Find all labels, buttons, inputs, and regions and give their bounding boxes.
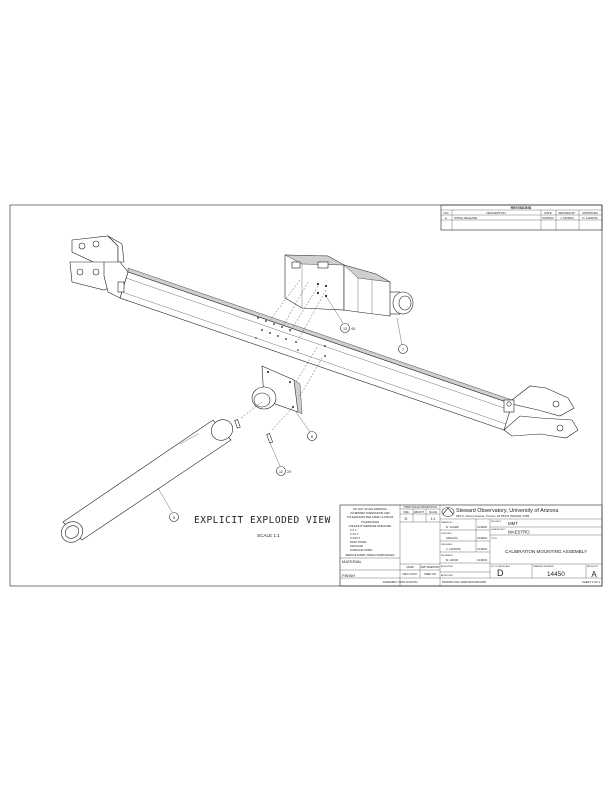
- project-label: PROJECT: [491, 521, 502, 523]
- revisions-header-approved: APPROVED: [582, 211, 598, 215]
- sign-checked-name: ANALOG: [446, 536, 458, 540]
- third-angle-label: THIRD ANGLE PROJECTION: [403, 506, 437, 509]
- drawing-title: CALIBRATION MOUNTING ASSEMBLY: [505, 549, 587, 554]
- balloon-12-qty: 2X: [287, 470, 292, 474]
- balloon-6-label: 6: [311, 434, 314, 439]
- note-line-8: X.XXX ±: [350, 536, 361, 540]
- sign-checked-date: 01/18/02: [477, 536, 488, 540]
- revisions-row-approved: D. LAMOTE: [582, 216, 597, 220]
- balloon-7: 7: [396, 317, 408, 354]
- revision-value: A: [591, 570, 597, 579]
- note-line-3: TOLERANCES PER ASME Y14.5M-94: [347, 515, 394, 519]
- balloon-12: 12 2X: [269, 442, 292, 476]
- revisions-header-revised-by: REVISED BY: [559, 211, 576, 215]
- balloon-13-qty: 4X: [351, 327, 356, 331]
- sign-designed-role: DESIGNED: [441, 544, 453, 546]
- balloon-12-label: 12: [279, 470, 283, 474]
- sheet-border: [9, 204, 603, 587]
- tolerance-notes: DO NOT SCALE DRAWING INTERPRET DIMENSION…: [346, 507, 395, 557]
- sign-checked-role: CHECKED: [441, 533, 452, 535]
- drawing-number: 14450: [547, 571, 565, 578]
- weight-header: WEIGHT: [414, 511, 424, 514]
- balloon-13: 13 4X: [325, 295, 356, 333]
- used-on-value: MMT MAESTRO: [421, 566, 440, 569]
- sheet-number: SHEET 2 OF 3: [582, 580, 600, 584]
- balloon-7-label: 7: [402, 347, 405, 352]
- revisions-row-revised-by: J. MORAN: [560, 216, 573, 220]
- note-line-1: DO NOT SCALE DRAWING: [353, 507, 387, 511]
- revisions-table: REVISIONS LTR DESCRIPTION DATE REVISED B…: [440, 204, 603, 231]
- company-address: 933 N. Cherry Avenue, Tucson, AZ 85721 (…: [456, 514, 529, 518]
- note-line-5: UNLESS OTHERWISE SPECIFIED: [349, 524, 392, 528]
- sign-engineer-date: 01/18/02: [477, 558, 488, 562]
- balloon-5-label: 5: [173, 515, 176, 520]
- note-line-12: REMOVE BURRS, BREAK SHARP EDGES: [346, 554, 395, 557]
- revision-label: REVISION: [587, 566, 598, 568]
- note-line-2: INTERPRET DIMENSIONS AND: [350, 511, 389, 515]
- plot-size-label: PLOT SIZE/SCALE: [491, 565, 510, 568]
- flange-plate-part: [251, 345, 323, 415]
- screw-12-part: [234, 401, 293, 444]
- revisions-row-date: 02/05/02: [543, 216, 554, 220]
- revisions-header-date: DATE: [544, 211, 551, 215]
- sign-designed-name: J. LAMOTE: [446, 547, 461, 551]
- sign-drawn-role: DRAWN BY: [441, 521, 453, 524]
- calibration-box-part: [284, 254, 414, 317]
- note-line-4: TOLERANCES: [361, 520, 379, 524]
- company-name: Steward Observatory, University of Arizo…: [456, 508, 558, 514]
- drawing-number-label: DRAWING NUMBER: [533, 565, 554, 568]
- project-value: MMT: [508, 521, 518, 526]
- assembly-application: ASSEMBLY APPLICATION: [383, 580, 418, 584]
- sign-engineer-role: ENGINEER: [441, 555, 453, 557]
- note-line-11: SURFACE FINISH: [350, 548, 372, 552]
- revisions-header-ltr: LTR: [443, 211, 448, 215]
- sign-drawn-date: 01/18/02: [477, 525, 488, 529]
- tube-part: [61, 419, 233, 543]
- revisions-row-description: INITIAL RELEASE: [454, 216, 477, 220]
- title-label: TITLE: [491, 538, 497, 540]
- used-on-label: USED ON: [424, 572, 436, 576]
- revisions-header-description: DESCRIPTION: [486, 211, 505, 215]
- next-assy-number: 14450: [406, 565, 414, 569]
- view-title: EXPLICIT EXPLODED VIEW: [194, 515, 331, 526]
- size-header: SIZE: [403, 511, 409, 514]
- note-line-10: ANGULAR: [350, 544, 363, 548]
- sign-engineer-name: M. HOOD: [446, 558, 458, 562]
- scale-header: SCALE: [429, 511, 438, 514]
- sign-designed-date: 01/18/02: [477, 547, 488, 551]
- finish-label: FINISH: [342, 573, 355, 578]
- note-line-9: FRACTIONAL: [350, 540, 368, 544]
- balloon-6: 6: [295, 411, 317, 441]
- note-line-6: X.X ±: [350, 528, 357, 532]
- view-scale: SCALE 1:1: [257, 533, 280, 538]
- revisions-row-ltr: A: [445, 216, 447, 220]
- plot-size-value: D: [497, 568, 504, 578]
- right-end-bracket-part: [503, 385, 579, 439]
- cad-file-note: DRAWING FILE: MAESTRO/14450.DRW: [442, 581, 487, 584]
- scale-value: 1:1: [431, 517, 436, 521]
- note-line-7: X.XX ±: [350, 532, 359, 536]
- sign-drawn-name: D. CLARK: [446, 525, 459, 529]
- left-end-bracket-part: [69, 235, 129, 299]
- subproject-value: MAESTRO: [508, 530, 530, 535]
- balloon-13-label: 13: [343, 327, 347, 331]
- title-block: DO NOT SCALE DRAWING INTERPRET DIMENSION…: [339, 504, 603, 587]
- material-label: MATERIAL: [342, 559, 362, 564]
- size-value: D: [405, 516, 408, 521]
- next-assy-label: NEXT ASSY: [403, 572, 418, 576]
- sign-approved-role-1: APPROVED: [441, 565, 454, 568]
- observatory-logo: [441, 507, 455, 517]
- assembly-lines-box: [269, 279, 327, 341]
- revisions-title: REVISIONS: [511, 206, 532, 210]
- subproject-label: SUBPROJECT: [491, 529, 506, 531]
- balloon-5: 5: [157, 487, 179, 522]
- sign-approved-role-2: APPROVED: [441, 574, 454, 577]
